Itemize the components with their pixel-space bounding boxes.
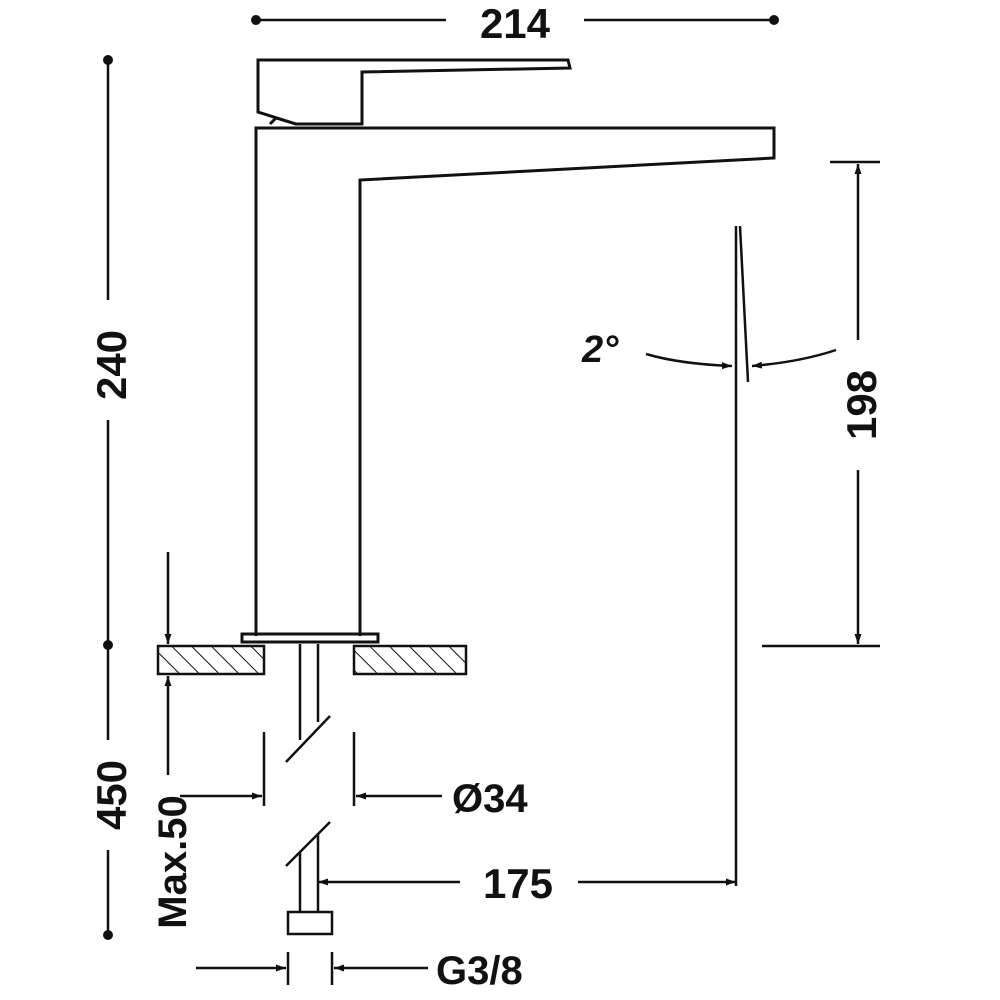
countertop: [156, 644, 468, 676]
lever-base: [268, 116, 297, 126]
connector-nut: [286, 910, 334, 936]
dimension-height-240: 240: [88, 55, 135, 940]
dimension-width-214: 214: [251, 0, 779, 47]
faucet-body: [254, 126, 776, 636]
dim-214-label: 214: [480, 0, 551, 47]
dim-175-label: 175: [483, 860, 553, 907]
dimension-spout-198: 198: [762, 160, 885, 648]
dim-450-label: 450: [88, 760, 135, 830]
dim-240-label: 240: [88, 330, 135, 400]
dimension-diameter-34: Ø34: [180, 777, 528, 821]
dim-angle-label: 2°: [581, 329, 619, 371]
dimension-thread-g38: G3/8: [196, 949, 523, 993]
supply-pipe: [262, 644, 356, 985]
lever-handle: [256, 58, 572, 126]
dimension-pipe-450: 450: [88, 645, 135, 935]
dim-o34-label: Ø34: [452, 777, 528, 821]
base-plate: [240, 632, 380, 644]
dim-198-label: 198: [838, 370, 885, 440]
dim-max50-label: Max.50: [151, 795, 195, 928]
dimension-reach-175: 175: [318, 860, 736, 907]
faucet-outline: [240, 58, 776, 644]
dim-g38-label: G3/8: [436, 949, 523, 993]
water-stream-axis: [734, 225, 750, 886]
angle-2-degree: 2°: [581, 329, 837, 371]
dimension-max-50: Max.50: [151, 552, 195, 929]
